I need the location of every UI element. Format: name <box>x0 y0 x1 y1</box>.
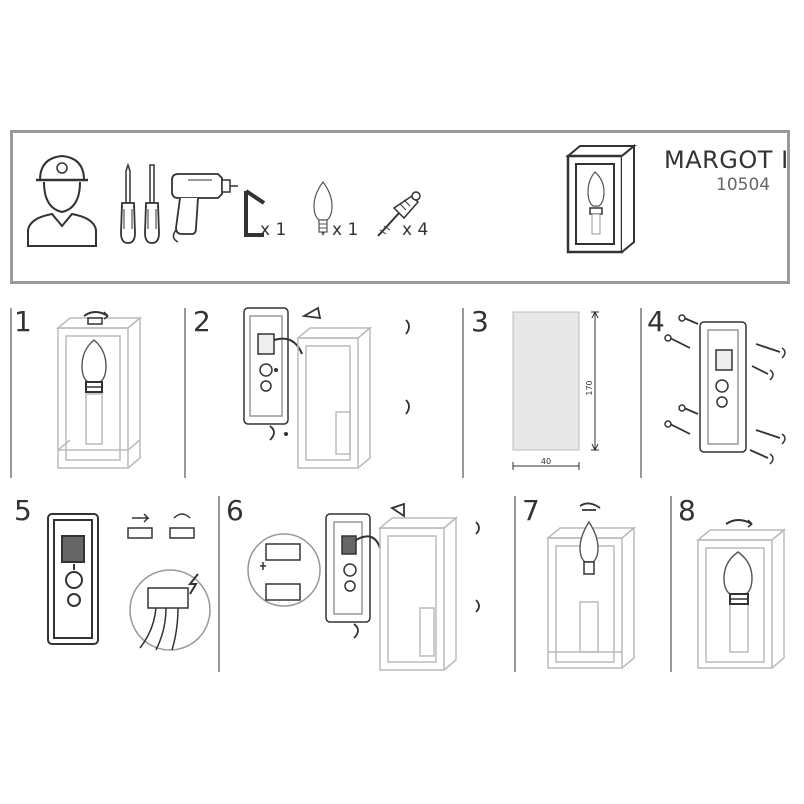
step-2-illustration <box>243 306 410 469</box>
step-number-7: 7 <box>522 494 540 527</box>
step-divider <box>184 308 186 478</box>
allen-key-icon <box>244 189 266 237</box>
screwdriver-icon <box>144 164 160 244</box>
step-3-illustration: 170 40 <box>512 310 599 470</box>
step-8-illustration <box>695 519 787 669</box>
step-number-3: 3 <box>471 305 489 338</box>
product-name: MARGOT I <box>664 146 789 174</box>
step-number-4: 4 <box>647 305 665 338</box>
step-7-illustration <box>545 502 637 669</box>
step-6-illustration <box>247 502 480 671</box>
step-4-illustration <box>664 314 786 465</box>
product-code: 10504 <box>716 175 771 195</box>
step-divider <box>462 308 464 478</box>
width-dimension: 40 <box>541 457 551 466</box>
screw-qty: x 4 <box>402 220 429 240</box>
screw-plug-icon <box>377 191 421 237</box>
step-5-illustration <box>47 513 211 651</box>
step-1-illustration <box>55 311 143 469</box>
height-dimension: 170 <box>585 380 594 395</box>
step-number-1: 1 <box>14 305 32 338</box>
step-divider <box>10 308 12 478</box>
lamp-product-icon <box>565 143 637 254</box>
step-divider <box>670 496 672 672</box>
bulb-qty: x 1 <box>332 220 359 240</box>
step-number-8: 8 <box>678 494 696 527</box>
bulb-icon <box>313 180 333 236</box>
electrician-icon <box>27 154 97 247</box>
step-divider <box>218 496 220 672</box>
drill-icon <box>171 173 238 243</box>
step-divider <box>640 308 642 478</box>
step-number-6: 6 <box>226 494 244 527</box>
step-number-2: 2 <box>193 305 211 338</box>
step-number-5: 5 <box>14 494 32 527</box>
step-divider <box>514 496 516 672</box>
screwdriver-icon <box>120 162 136 244</box>
allen-key-qty: x 1 <box>260 220 287 240</box>
